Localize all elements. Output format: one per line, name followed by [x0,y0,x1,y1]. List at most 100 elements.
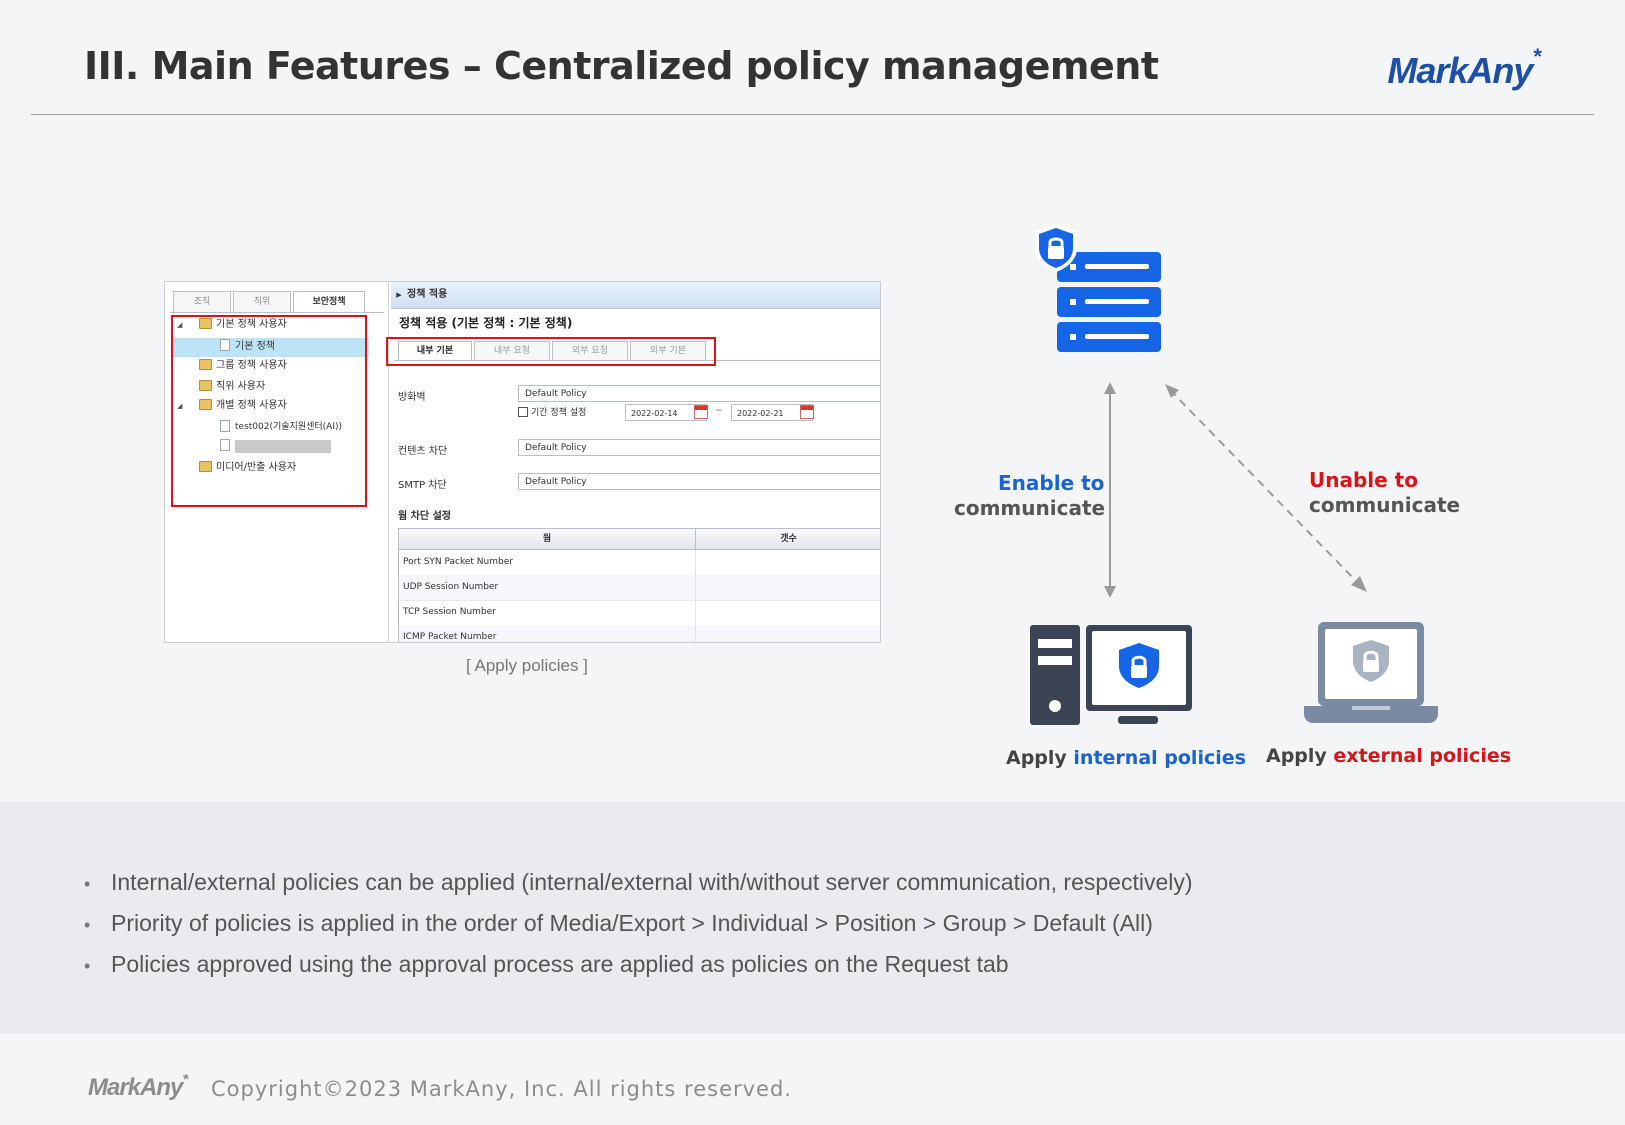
copyright-text: Copyright©2023 MarkAny, Inc. All rights … [211,1077,792,1101]
panel-header-label: 정책 적용 [407,289,448,300]
expand-triangle-icon[interactable]: ◢ [177,321,183,329]
tree-label: 기본 정책 [235,341,275,352]
checkbox-box[interactable] [518,406,528,417]
date-separator: ~ [715,406,723,416]
expand-triangle-icon[interactable]: ◢ [177,402,183,410]
list-item: • Policies approved using the approval pr… [84,950,1193,991]
document-icon [220,439,230,451]
markany-logo: MarkAny* [1387,44,1541,91]
firewall-label: 방화벽 [398,392,426,403]
table-header: 웜 갯수 [399,529,880,550]
label-highlight: internal policies [1073,747,1246,769]
collapse-arrow-icon[interactable]: ▶ [396,291,402,299]
calendar-icon[interactable] [694,405,708,419]
policy-tab-underline [394,360,880,361]
list-item: • Internal/external policies can be appli… [84,868,1193,909]
left-tab-underline [170,312,384,313]
shield-lock-icon [1353,640,1389,682]
tree-label: 미디어/반출 사용자 [216,462,297,473]
policy-admin-screenshot: 조직 직위 보안정책 ◢ 기본 정책 사용자 기본 정책 그룹 정책 사용자 직… [164,281,881,643]
title-divider [31,114,1594,115]
column-header-count[interactable]: 갯수 [780,534,797,544]
right-panel: ▶ 정책 적용 정책 적용 (기본 정책 : 기본 정책) 내부 기본 내부 요청… [386,282,880,642]
content-block-label: 컨텐츠 차단 [398,446,448,457]
worm-table: 웜 갯수 Port SYN Packet Number UDP Session … [398,528,880,642]
label-highlight: external policies [1333,745,1512,767]
screenshot-caption: [ Apply policies ] [466,656,588,675]
folder-icon [199,460,212,472]
enable-label-line2: communicate [954,496,1106,520]
server-icon [1035,224,1161,352]
tab-internal-request[interactable]: 내부 요청 [474,341,550,360]
bullet-text: Priority of policies is applied in the o… [111,910,1153,936]
summary-band [0,802,1625,1034]
enable-label-line1: Enable to [998,471,1105,495]
tree-highlight-box [171,315,367,507]
tab-position[interactable]: 직위 [233,291,291,312]
worm-block-label: 웜 차단 설정 [398,511,451,522]
tab-internal-default[interactable]: 내부 기본 [398,341,472,360]
document-icon [220,339,230,351]
bullet-dot: • [84,956,91,976]
unable-label-line1: Unable to [1309,468,1418,492]
label-prefix: Apply [1006,747,1074,769]
bullet-dot: • [84,915,91,935]
column-header-worm[interactable]: 웜 [399,529,696,549]
tree-label: test002(기술지원센터(AI)) [235,422,342,432]
table-cell: TCP Session Number [403,607,496,617]
bullet-dot: • [84,874,91,894]
internal-policy-label: Apply internal policies [1006,746,1246,770]
bullet-text: Internal/external policies can be applie… [111,869,1193,895]
policy-tabs: 내부 기본 내부 요청 외부 요청 외부 기본 [398,341,708,360]
tab-security-policy[interactable]: 보안정책 [293,291,365,312]
tab-external-request[interactable]: 외부 요청 [552,341,628,360]
external-policy-label: Apply external policies [1266,744,1511,768]
smtp-block-select[interactable]: Default Policy [518,473,880,490]
column-separator [695,575,696,600]
tree-label: 기본 정책 사용자 [216,319,287,330]
blocked-dashed-arrow [1165,384,1367,592]
footer-logo: MarkAny* [88,1071,188,1101]
redacted-bar [235,439,331,453]
left-tabs: 조직 직위 보안정책 [173,291,367,312]
label-prefix: Apply [1266,745,1334,767]
table-row[interactable]: ICMP Packet Number [399,625,880,642]
tree-label: 직위 사용자 [216,381,266,392]
folder-icon [199,317,212,329]
desktop-pc-icon [1030,625,1192,725]
unable-label-line2: communicate [1309,493,1461,517]
table-cell: UDP Session Number [403,582,499,592]
tabs-highlight-box [386,337,716,366]
document-icon [220,419,230,432]
shield-lock-icon [1035,224,1077,272]
column-separator [695,625,696,642]
bullet-text: Policies approved using the approval pro… [111,951,1009,977]
summary-bullets: • Internal/external policies can be appli… [84,868,1193,991]
calendar-icon[interactable] [800,405,814,419]
table-cell: ICMP Packet Number [403,632,497,642]
tab-external-default[interactable]: 외부 기본 [630,341,706,360]
folder-icon [199,398,212,410]
panel-header: ▶ 정책 적용 [391,282,880,309]
slide-title: III. Main Features – Centralized policy … [84,44,1159,88]
panel-title: 정책 적용 (기본 정책 : 기본 정책) [399,316,573,330]
smtp-block-label: SMTP 차단 [398,480,447,491]
left-panel: 조직 직위 보안정책 ◢ 기본 정책 사용자 기본 정책 그룹 정책 사용자 직… [165,282,389,642]
table-cell: Port SYN Packet Number [403,557,513,567]
content-block-select[interactable]: Default Policy [518,439,880,456]
folder-icon [199,358,212,370]
period-policy-checkbox[interactable]: 기간 정책 설정 [518,405,586,418]
table-row[interactable]: UDP Session Number [399,575,880,601]
column-separator [695,550,696,575]
shield-lock-icon [1119,643,1159,688]
tab-organization[interactable]: 조직 [173,291,231,312]
list-item: • Priority of policies is applied in the … [84,909,1193,950]
table-row[interactable]: TCP Session Number [399,600,880,626]
tree-label: 개별 정책 사용자 [216,400,287,411]
firewall-select[interactable]: Default Policy [518,385,880,402]
two-way-arrow [1104,382,1116,598]
column-separator [695,600,696,625]
table-row[interactable]: Port SYN Packet Number [399,550,880,576]
folder-icon [199,379,212,391]
period-label: 기간 정책 설정 [531,408,587,418]
